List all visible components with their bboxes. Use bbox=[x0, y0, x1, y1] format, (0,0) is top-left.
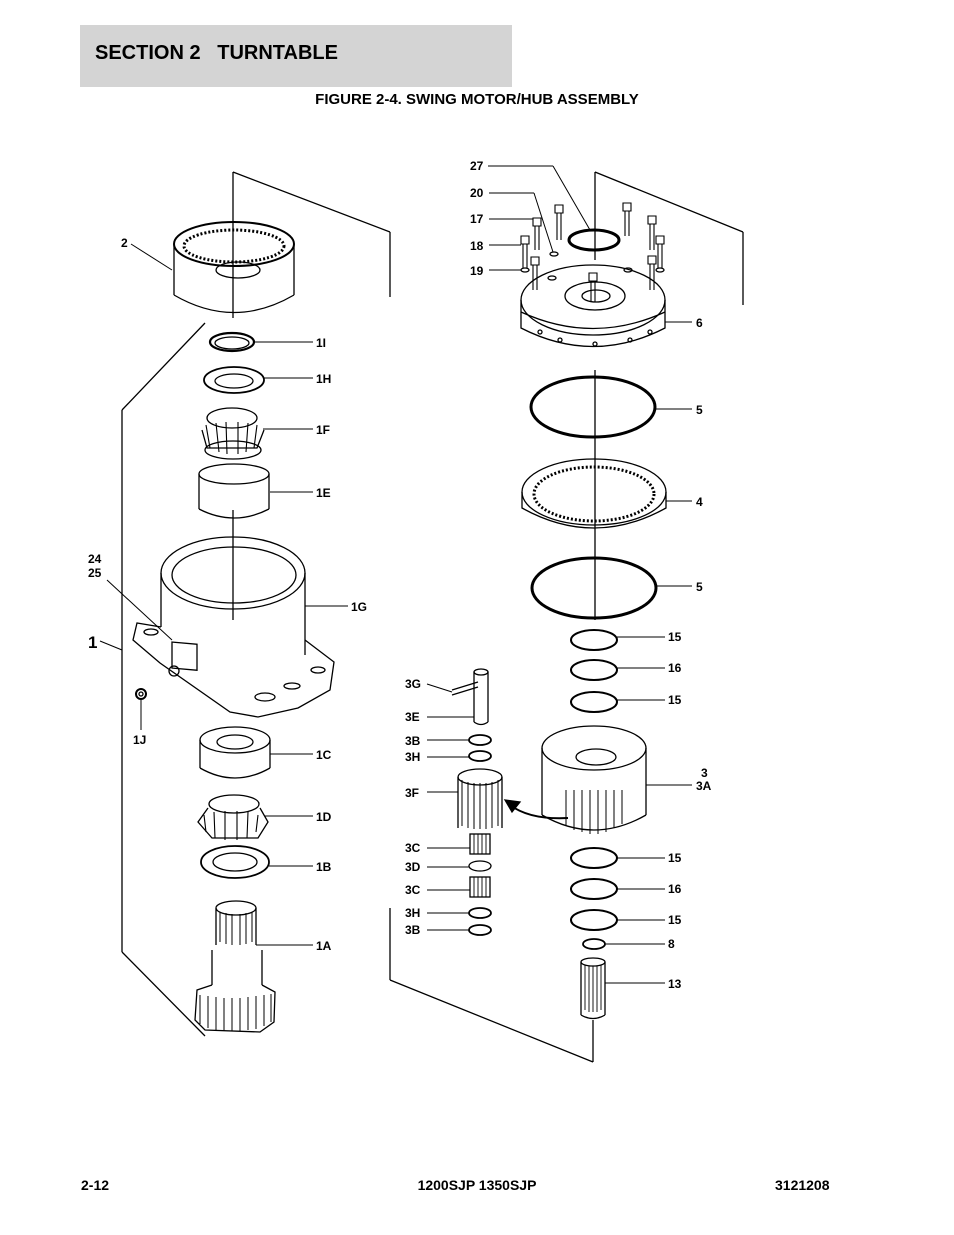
callout-3C-upper: 3C bbox=[405, 841, 421, 855]
callout-1I: 1I bbox=[316, 336, 326, 350]
callout-3G: 3G bbox=[405, 677, 421, 691]
hub-housing-1G bbox=[132, 536, 335, 718]
bearing-cone-1F bbox=[201, 407, 265, 460]
model-number: 1200SJP 1350SJP bbox=[417, 1177, 537, 1193]
ring-gear-2 bbox=[173, 221, 295, 314]
callout-5-upper: 5 bbox=[696, 403, 703, 417]
callout-1H: 1H bbox=[316, 372, 331, 386]
figure-title: FIGURE 2-4. SWING MOTOR/HUB ASSEMBLY bbox=[315, 91, 639, 108]
thrust-washer-16b bbox=[570, 878, 618, 900]
callout-3A: 3A bbox=[696, 779, 712, 793]
callout-3: 3 bbox=[701, 766, 708, 780]
callout-20: 20 bbox=[470, 186, 484, 200]
motor-flange-6 bbox=[520, 264, 666, 348]
callout-1A: 1A bbox=[316, 939, 332, 953]
bearing-cup-1C bbox=[199, 726, 271, 779]
callout-3B: 3B bbox=[405, 734, 421, 748]
callout-3D: 3D bbox=[405, 860, 421, 874]
washer-3B-lower bbox=[468, 924, 492, 936]
washers-19-20 bbox=[520, 251, 665, 281]
callout-16a: 16 bbox=[668, 661, 682, 675]
washer-3B bbox=[468, 734, 492, 746]
callout-1: 1 bbox=[88, 633, 97, 652]
snap-ring-8 bbox=[582, 938, 606, 950]
snap-ring-1I bbox=[208, 331, 256, 353]
callout-1G: 1G bbox=[351, 600, 367, 614]
callout-24: 24 bbox=[88, 552, 102, 566]
fitting-1J bbox=[135, 688, 147, 700]
shaft-3E bbox=[473, 668, 489, 726]
washer-3H-lower bbox=[468, 907, 492, 919]
needle-bearing-3C-upper bbox=[469, 833, 491, 855]
callout-1C: 1C bbox=[316, 748, 332, 762]
right-assembly-bracket bbox=[389, 171, 744, 1063]
callout-labels: 2 1I 1H 1F 1E 24 25 1G 1 1J 1C 1D 1B 1A … bbox=[88, 159, 712, 991]
thrust-washer-15d bbox=[570, 909, 618, 931]
callout-18: 18 bbox=[470, 239, 484, 253]
callout-4: 4 bbox=[696, 495, 703, 509]
section-title: SECTION 2 TURNTABLE bbox=[95, 42, 338, 64]
o-ring-27 bbox=[567, 228, 621, 252]
seal-1B bbox=[200, 845, 270, 879]
washer-3H bbox=[468, 750, 492, 762]
callout-3B-lower: 3B bbox=[405, 923, 421, 937]
callout-16b: 16 bbox=[668, 882, 682, 896]
document-number: 3121208 bbox=[775, 1177, 830, 1193]
o-ring-5-upper bbox=[529, 375, 657, 439]
ring-gear-4 bbox=[521, 458, 667, 529]
seal-1H bbox=[203, 366, 265, 394]
callout-2: 2 bbox=[121, 236, 128, 250]
callout-1D: 1D bbox=[316, 810, 332, 824]
callout-5-lower: 5 bbox=[696, 580, 703, 594]
callout-15d: 15 bbox=[668, 913, 682, 927]
input-shaft-13 bbox=[580, 957, 606, 1020]
callout-3C-lower: 3C bbox=[405, 883, 421, 897]
callout-3H-lower: 3H bbox=[405, 906, 420, 920]
callout-19: 19 bbox=[470, 264, 484, 278]
callout-1E: 1E bbox=[316, 486, 331, 500]
callout-27: 27 bbox=[470, 159, 484, 173]
callout-6: 6 bbox=[696, 316, 703, 330]
callout-1F: 1F bbox=[316, 423, 330, 437]
callout-3F: 3F bbox=[405, 786, 419, 800]
bearing-cup-1E bbox=[198, 463, 270, 519]
section-header: SECTION 2 TURNTABLE bbox=[80, 25, 512, 87]
callout-17: 17 bbox=[470, 212, 484, 226]
thrust-washer-15c bbox=[570, 847, 618, 869]
left-assembly-bracket bbox=[121, 171, 391, 1037]
callout-13: 13 bbox=[668, 977, 682, 991]
bearing-cone-1D bbox=[197, 794, 269, 840]
spacer-3D bbox=[468, 860, 492, 872]
callout-15a: 15 bbox=[668, 630, 682, 644]
thrust-washer-15a bbox=[570, 629, 618, 651]
callout-15c: 15 bbox=[668, 851, 682, 865]
callout-3H: 3H bbox=[405, 750, 420, 764]
planet-carrier-3 bbox=[541, 725, 647, 834]
callout-1B: 1B bbox=[316, 860, 332, 874]
leader-lines bbox=[99, 165, 692, 984]
callout-15b: 15 bbox=[668, 693, 682, 707]
pinion-shaft-1A bbox=[194, 900, 276, 1033]
callout-3E: 3E bbox=[405, 710, 420, 724]
page-number: 2-12 bbox=[81, 1177, 110, 1193]
thrust-washer-15b bbox=[570, 691, 618, 713]
callout-8: 8 bbox=[668, 937, 675, 951]
planet-gear-3F bbox=[457, 768, 569, 829]
callout-1J: 1J bbox=[133, 733, 146, 747]
callout-25: 25 bbox=[88, 566, 102, 580]
thrust-washer-16a bbox=[570, 659, 618, 681]
needle-bearing-3C-lower bbox=[469, 876, 491, 898]
bolts-17-18 bbox=[520, 202, 665, 302]
o-ring-5-lower bbox=[530, 556, 658, 620]
